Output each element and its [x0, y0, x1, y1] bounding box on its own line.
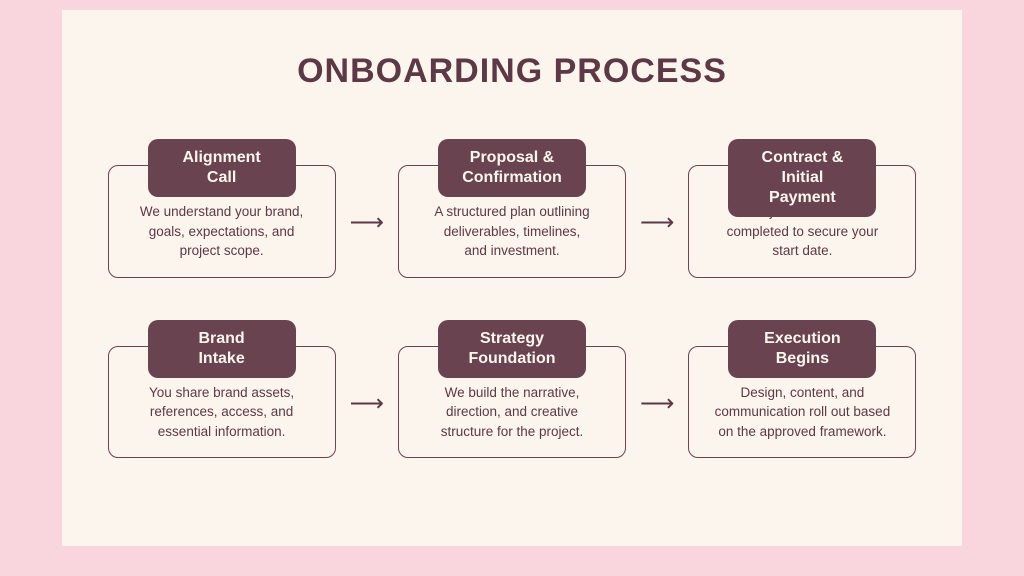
step-heading: Strategy Foundation	[438, 319, 586, 378]
step-description: You share brand assets, references, acce…	[107, 345, 336, 459]
step-card-execution-begins: Execution Begins Design, content, and co…	[688, 319, 917, 459]
process-row-1: Alignment Call We understand your brand,…	[107, 139, 917, 278]
step-card-alignment-call: Alignment Call We understand your brand,…	[107, 139, 336, 278]
flow-arrow: ⟶	[640, 209, 675, 237]
flow-arrow: ⟶	[349, 209, 384, 237]
step-heading: Proposal & Confirmation	[438, 139, 586, 197]
step-heading: Alignment Call	[147, 139, 296, 197]
step-card-brand-intake: Brand Intake You share brand assets, ref…	[107, 319, 336, 459]
process-row-2: Brand Intake You share brand assets, ref…	[107, 319, 917, 459]
step-description: We understand your brand, goals, expecta…	[107, 165, 336, 278]
content-panel: ONBOARDING PROCESS Alignment Call We und…	[62, 10, 962, 546]
step-card-strategy-foundation: Strategy Foundation We build the narrati…	[398, 319, 626, 459]
process-rows: Alignment Call We understand your brand,…	[107, 139, 917, 459]
step-card-contract-initial-payment: Contract & Initial Payment Project forma…	[688, 139, 917, 278]
page-title: ONBOARDING PROCESS	[297, 52, 727, 90]
step-heading: Contract & Initial Payment	[728, 139, 877, 217]
step-heading: Brand Intake	[147, 319, 296, 378]
flow-arrow: ⟶	[640, 390, 675, 418]
step-card-proposal-confirmation: Proposal & Confirmation A structured pla…	[398, 139, 626, 278]
step-heading: Execution Begins	[728, 319, 877, 378]
flow-arrow: ⟶	[349, 390, 384, 418]
